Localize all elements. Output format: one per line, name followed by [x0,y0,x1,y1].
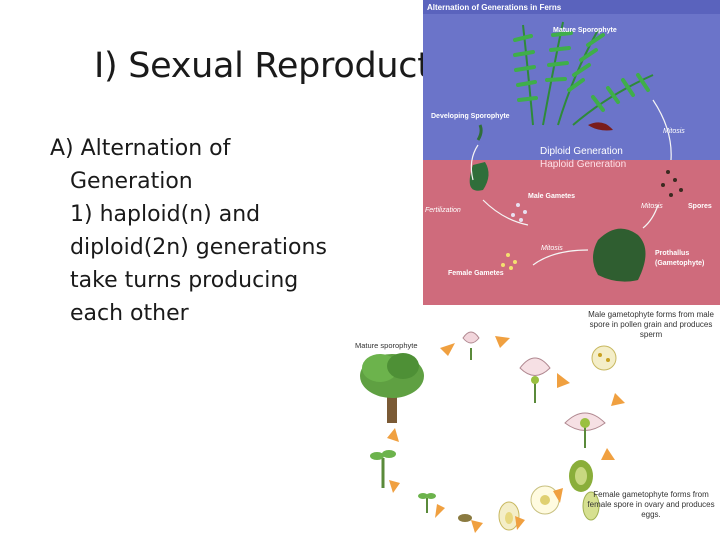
pollen-grain-icon [591,345,617,371]
gametophyte-label: (Gametophyte) [655,260,704,267]
cycle-arrows [387,336,625,533]
fertilization-label: Fertilization [425,207,461,214]
diploid-generation-label: Diploid Generation [540,146,623,157]
mature-sporophyte-label: Mature Sporophyte [553,27,617,34]
ovule-icon [582,491,600,521]
life-cycle-arrows [470,99,672,266]
seed-icon [458,514,472,522]
sapling-icon [370,450,396,488]
bullet-list: A) Alternation of Generation 1) haploid(… [50,132,350,330]
mitosis-bottom-label: Mitosis [541,245,563,252]
fern-diagram-title: Alternation of Generations in Ferns [427,3,562,12]
developing-sporophyte-label: Developing Sporophyte [431,113,510,120]
rhizome-icon [588,122,613,131]
flower-bud-icon [462,331,480,360]
tree-icon [360,353,424,423]
haploid-generation-label: Haploid Generation [540,159,626,170]
diploid-zone [423,0,720,160]
flower-diagram-svg: Mature sporophyte [355,310,715,533]
mitosis-top-label: Mitosis [663,128,685,135]
flowering-plant-life-cycle-diagram: Mature sporophyte [345,308,720,540]
mitosis-middle-label: Mitosis [641,203,663,210]
flower-anther-icon [564,412,606,448]
fern-leaflets-icon [513,31,650,112]
seedling-icon [418,493,436,513]
female-gametophyte-caption-wrapper: Female gametophyte forms from female spo… [587,490,715,519]
ovary-icon [569,460,593,492]
male-gametophyte-caption: Male gametophyte forms from male spore i… [588,310,714,339]
fern-life-cycle-diagram: Alternation of Generations in Ferns Matu… [423,0,720,305]
male-gametes-label: Male Gametes [528,193,575,200]
female-gametes-label: Female Gametes [448,270,504,277]
open-flower-icon [519,357,551,403]
female-gametophyte-caption: Female gametophyte forms from female spo… [587,490,715,519]
prothallus-label: Prothallus [655,250,689,257]
fruit-section-icon [530,485,560,515]
seed-cross-section-icon [498,501,520,531]
male-gametes-icon [511,203,527,222]
fern-title-bar [423,0,720,14]
prothallus-icon [593,228,646,282]
spores-label: Spores [688,203,712,210]
bullet-alternation-of-generation: A) Alternation of Generation [50,136,231,194]
mature-sporophyte-label: Mature sporophyte [355,341,418,350]
female-gametes-icon [501,253,517,270]
male-gametophyte-caption-wrapper: Male gametophyte forms from male spore i… [588,310,714,339]
sub-bullet-haploid-diploid: 1) haploid(n) and diploid(2n) generation… [70,202,327,326]
spores-icon [661,170,683,197]
developing-sporophyte-icon [469,162,489,191]
fern-diagram-svg: Alternation of Generations in Ferns Matu… [423,0,720,305]
slide-title: I) Sexual Reproduction [94,46,484,86]
